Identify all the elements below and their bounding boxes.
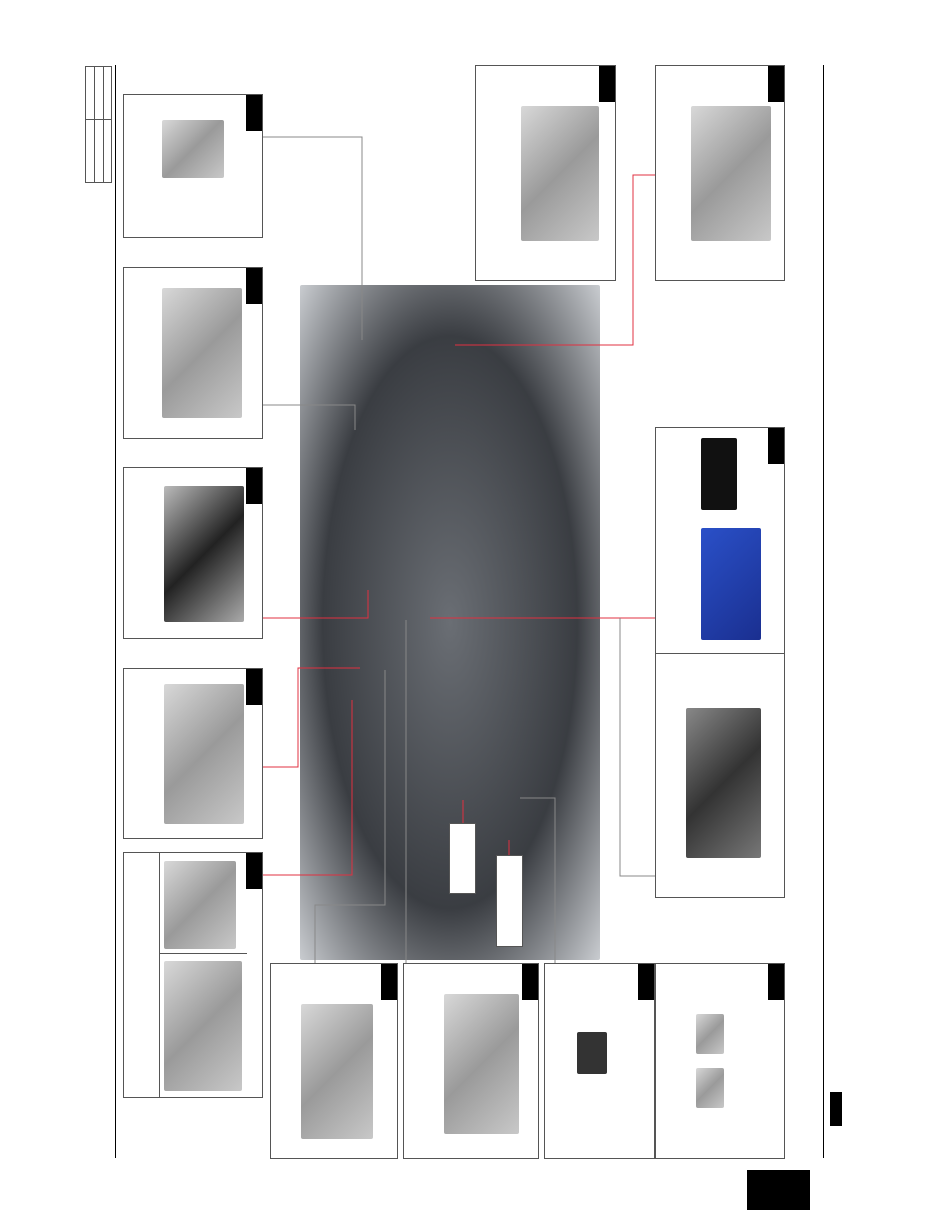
section-marker: [830, 1092, 842, 1126]
component-photo: [577, 1032, 607, 1074]
panel-left-3: [123, 467, 263, 639]
component-photo: [164, 684, 244, 824]
panel-left-2: [123, 267, 263, 439]
component-photo: [521, 106, 599, 241]
panel-bottom-1: [270, 963, 398, 1159]
component-photo: [691, 106, 771, 241]
right-margin-rule: [823, 65, 824, 1158]
component-photo: [164, 861, 236, 949]
panel-bottom-3: [544, 963, 655, 1159]
page-number-tab: [747, 1170, 810, 1210]
component-photo: [696, 1014, 724, 1054]
revision-table: [85, 66, 112, 183]
panel-top-right-2: [655, 65, 785, 281]
connector-photo: [164, 961, 242, 1091]
panel-left-4: [123, 668, 263, 839]
panel-head-unit: [655, 427, 785, 898]
component-photo: [696, 1068, 724, 1108]
panel-top-right-1: [475, 65, 616, 281]
component-photo: [444, 994, 519, 1134]
left-margin-rule: [115, 65, 116, 1158]
component-photo: [164, 486, 244, 622]
panel-bottom-4: [655, 963, 785, 1159]
display-photo: [701, 438, 737, 510]
component-photo: [162, 120, 224, 178]
panel-left-1: [123, 94, 263, 238]
component-photo: [162, 288, 242, 418]
callout-box: [449, 823, 476, 894]
panel-left-5: [123, 852, 263, 1098]
panel-bottom-2: [403, 963, 539, 1159]
navigation-menu-screen: [701, 528, 761, 640]
head-unit-photo: [686, 708, 761, 858]
callout-box: [496, 855, 523, 947]
component-photo: [301, 1004, 373, 1139]
panel-tab: [246, 95, 262, 131]
